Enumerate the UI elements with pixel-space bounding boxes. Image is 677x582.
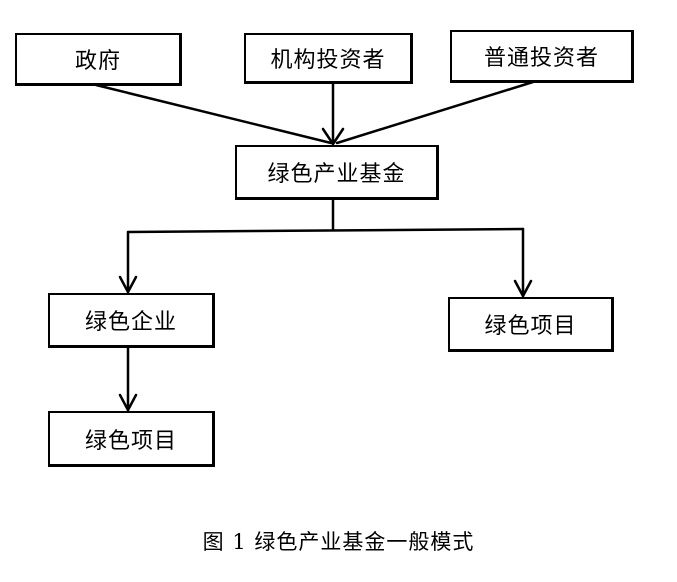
node-green-enterprise: 绿色企业: [48, 293, 215, 348]
arrowhead-enterprise: [118, 275, 138, 294]
edge-ordinary-to-fund: [335, 80, 535, 145]
edge-government-to-fund: [94, 83, 333, 145]
node-green-project-right: 绿色项目: [448, 297, 614, 352]
node-government: 政府: [15, 33, 182, 86]
node-green-project-bottom: 绿色项目: [48, 411, 215, 467]
arrowhead-fund: [321, 127, 345, 146]
node-green-industry-fund: 绿色产业基金: [235, 145, 439, 200]
arrowhead-project-bottom: [118, 393, 138, 412]
edge-split-horizontal: [126, 227, 525, 234]
arrowhead-project-right: [513, 279, 533, 298]
figure-caption: 图 1 绿色产业基金一般模式: [202, 530, 475, 554]
node-institutional-investors: 机构投资者: [244, 33, 413, 84]
node-ordinary-investors: 普通投资者: [450, 30, 634, 83]
